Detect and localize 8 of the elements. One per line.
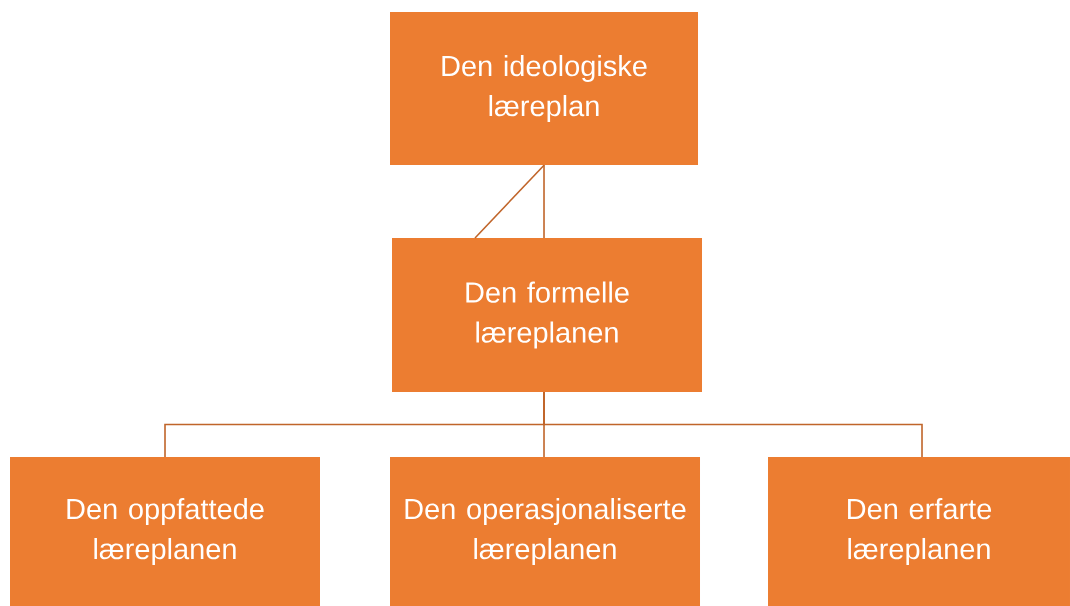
org-box: Den erfarte læreplanen — [768, 457, 1070, 606]
connector-line — [543, 164, 545, 239]
connector-line — [543, 391, 923, 458]
org-box: Den operasjonaliserte læreplanen — [390, 457, 700, 606]
connector-line — [474, 164, 545, 239]
org-box: Den ideologiske læreplan — [390, 12, 698, 165]
org-box: Den formelle læreplanen — [392, 238, 702, 392]
org-box: Den oppfattede læreplanen — [10, 457, 320, 606]
